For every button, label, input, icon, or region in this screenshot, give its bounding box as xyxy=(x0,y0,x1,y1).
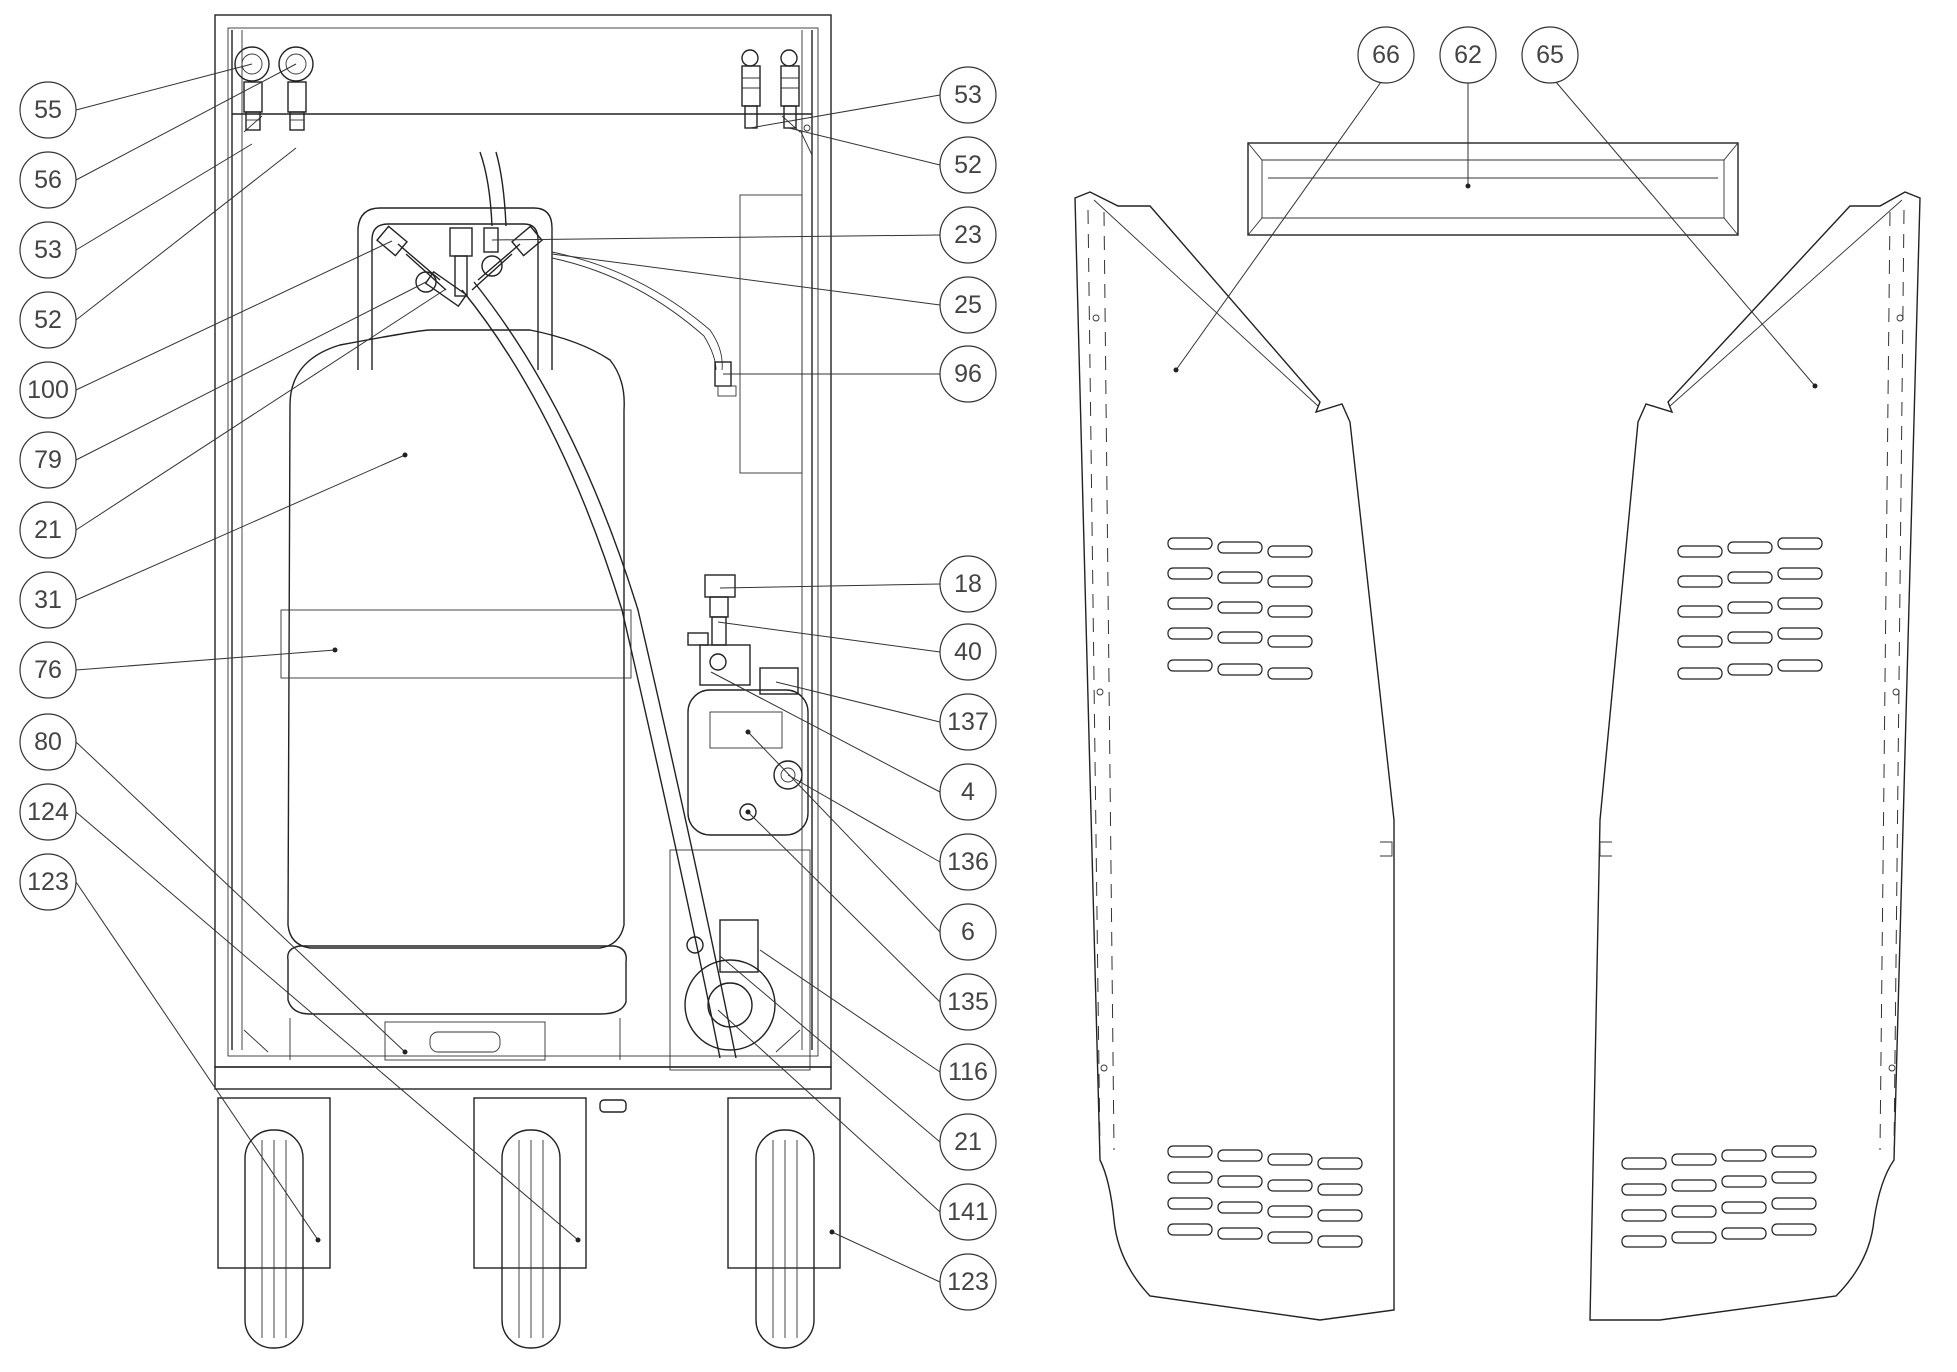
left-side-panel xyxy=(1074,191,1395,1321)
callout-137: 137 xyxy=(939,693,997,751)
callout-123-right-label: 123 xyxy=(947,1268,989,1296)
machine-cabinet xyxy=(214,14,832,1090)
callout-31-label: 31 xyxy=(34,586,62,614)
callout-53-left-label: 53 xyxy=(34,236,62,264)
callout-123-left-label: 123 xyxy=(27,868,69,896)
callout-100-label: 100 xyxy=(27,376,69,404)
leader-dots xyxy=(315,183,1818,1243)
callout-21-right: 21 xyxy=(939,1113,997,1171)
callout-135: 135 xyxy=(939,973,997,1031)
top-cover xyxy=(1247,142,1739,236)
callout-23: 23 xyxy=(939,206,997,264)
callout-62: 62 xyxy=(1439,26,1497,84)
callout-124-label: 124 xyxy=(27,798,69,826)
callout-4-label: 4 xyxy=(961,778,975,806)
callout-18-label: 18 xyxy=(954,570,982,598)
callout-141-label: 141 xyxy=(947,1198,989,1226)
callout-21-left: 21 xyxy=(19,501,77,559)
callout-123-left: 123 xyxy=(19,853,77,911)
leader-lines xyxy=(75,63,1816,1283)
service-couplers xyxy=(741,49,813,156)
callout-55-label: 55 xyxy=(34,96,62,124)
callout-124: 124 xyxy=(19,783,77,841)
callout-23-label: 23 xyxy=(954,221,982,249)
callout-55: 55 xyxy=(19,81,77,139)
callout-6: 6 xyxy=(939,903,997,961)
electrical-panel xyxy=(739,194,803,474)
pressure-gauges xyxy=(234,46,314,131)
callout-79: 79 xyxy=(19,431,77,489)
callout-62-label: 62 xyxy=(1454,41,1482,69)
vent-slots-right-upper xyxy=(1677,537,1823,680)
callout-66: 66 xyxy=(1357,26,1415,84)
callout-40: 40 xyxy=(939,623,997,681)
callout-53-right-label: 53 xyxy=(954,81,982,109)
callout-56-label: 56 xyxy=(34,166,62,194)
callout-40-label: 40 xyxy=(954,638,982,666)
callout-25-label: 25 xyxy=(954,291,982,319)
callout-96: 96 xyxy=(939,345,997,403)
callout-52-right: 52 xyxy=(939,136,997,194)
callout-56: 56 xyxy=(19,151,77,209)
vent-slots-left-upper xyxy=(1167,537,1313,680)
callout-66-label: 66 xyxy=(1372,41,1400,69)
callout-141: 141 xyxy=(939,1183,997,1241)
right-side-panel xyxy=(1589,191,1921,1321)
callout-21-left-label: 21 xyxy=(34,516,62,544)
callout-76-label: 76 xyxy=(34,656,62,684)
refrigerant-tank xyxy=(280,207,632,1061)
callout-136-label: 136 xyxy=(947,848,989,876)
callout-80: 80 xyxy=(19,713,77,771)
callout-52-left: 52 xyxy=(19,291,77,349)
callout-137-label: 137 xyxy=(947,708,989,736)
callout-52-right-label: 52 xyxy=(954,151,982,179)
tank-label xyxy=(280,609,632,679)
callout-100: 100 xyxy=(19,361,77,419)
callout-136: 136 xyxy=(939,833,997,891)
callout-135-label: 135 xyxy=(947,988,989,1016)
callout-6-label: 6 xyxy=(961,918,975,946)
callout-116-label: 116 xyxy=(948,1058,988,1086)
callout-25: 25 xyxy=(939,276,997,334)
callout-116: 116 xyxy=(939,1043,997,1101)
callout-4: 4 xyxy=(939,763,997,821)
callout-52-left-label: 52 xyxy=(34,306,62,334)
callout-80-label: 80 xyxy=(34,728,62,756)
callout-65: 65 xyxy=(1521,26,1579,84)
callout-123-right: 123 xyxy=(939,1253,997,1311)
vacuum-pump xyxy=(669,574,811,1071)
charging-hose xyxy=(461,151,737,1059)
vent-slots-right-lower xyxy=(1621,1145,1817,1248)
callout-76: 76 xyxy=(19,641,77,699)
callout-53-left: 53 xyxy=(19,221,77,279)
vent-slots-left-lower xyxy=(1167,1145,1363,1248)
caster-wheels xyxy=(217,1097,841,1349)
callout-79-label: 79 xyxy=(34,446,62,474)
callout-18: 18 xyxy=(939,555,997,613)
callout-31: 31 xyxy=(19,571,77,629)
callout-96-label: 96 xyxy=(954,360,982,388)
callout-21-right-label: 21 xyxy=(954,1128,982,1156)
callout-53-right: 53 xyxy=(939,66,997,124)
callout-65-label: 65 xyxy=(1536,41,1564,69)
